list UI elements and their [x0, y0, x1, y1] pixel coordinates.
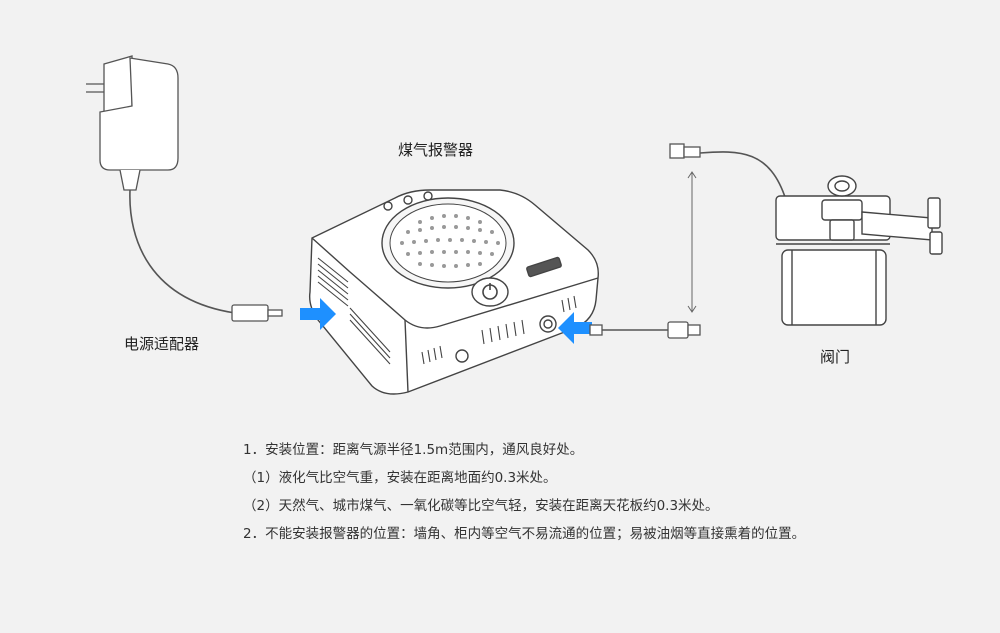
valve-illustration	[775, 175, 943, 326]
valve-cable-illustration	[589, 143, 787, 339]
power-adapter-illustration	[86, 55, 283, 322]
arrow-right-icon	[558, 312, 592, 344]
gas-detector-illustration	[308, 189, 599, 395]
note-line: （2）天然气、城市煤气、一氧化碳等比空气轻，安装在距离天花板约0.3米处。	[243, 498, 719, 514]
detector-label: 煤气报警器	[398, 141, 474, 159]
adapter-label: 电源适配器	[124, 335, 200, 353]
installation-notes: 1．安装位置：距离气源半径1.5m范围内，通风良好处。 （1）液化气比空气重，安…	[243, 436, 805, 548]
height-indicator-arrow	[687, 171, 697, 313]
note-line: 1．安装位置：距离气源半径1.5m范围内，通风良好处。	[243, 442, 584, 458]
note-line: 2．不能安装报警器的位置：墙角、柜内等空气不易流通的位置；易被油烟等直接熏着的位…	[243, 526, 806, 542]
valve-label: 阀门	[820, 348, 851, 366]
arrow-left-icon	[300, 298, 336, 330]
note-line: （1）液化气比空气重，安装在距离地面约0.3米处。	[243, 470, 557, 486]
